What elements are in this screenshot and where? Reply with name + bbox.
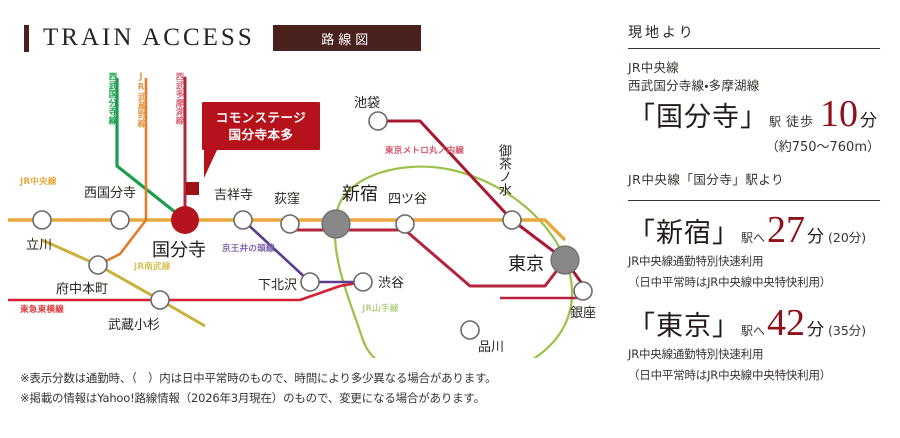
station-label-yotsuya: 四ツ谷 <box>388 192 428 207</box>
section-header: TRAIN ACCESS 路線図 <box>24 24 421 52</box>
walk-line-1: JR中央線 <box>628 60 679 75</box>
footnote-2: ※掲載の情報はYahoo!路線情報（2026年3月現在）のもので、変更になる場合… <box>20 391 485 406</box>
from-station-heading: JR中央線「国分寺」駅より <box>628 172 785 188</box>
station-marker-shimokitazawa <box>300 272 320 292</box>
station-label-shibuya: 渋谷 <box>378 276 405 291</box>
station-marker-ikebukuro <box>368 111 388 131</box>
destination-eki-label: 駅へ <box>741 323 766 338</box>
from-site-heading: 現地より <box>628 25 696 41</box>
destination-station-name: 「東京」 <box>628 310 740 341</box>
station-marker-yotsuya <box>395 214 415 234</box>
station-marker-kokubunji <box>171 206 199 234</box>
route-map: 西武国分寺線 JR武蔵野線 西武多摩湖線 JR中央線 JR南武線 東急東横線 京… <box>0 58 618 383</box>
destination-note-1: JR中央線通勤特別快速利用 <box>628 254 764 269</box>
station-label-shinagawa: 品川 <box>478 340 505 355</box>
walk-eki-label: 駅 <box>769 115 782 130</box>
divider-top <box>628 48 880 49</box>
route-map-svg <box>8 76 593 383</box>
station-label-nishikokubunji: 西国分寺 <box>84 186 137 201</box>
station-label-ikebukuro: 池袋 <box>354 96 381 111</box>
line-label-jr-chuo: JR中央線 <box>20 177 57 187</box>
walk-access-row: 「国分寺」 駅 徒歩 10 分 <box>628 95 880 134</box>
walk-minutes: 10 <box>820 93 859 136</box>
station-marker-tokyo <box>550 245 580 275</box>
station-marker-ochanomizu <box>502 210 522 230</box>
station-label-tachikawa: 立川 <box>26 238 53 253</box>
footnote-1: ※表示分数は通勤時、（ ）内は日中平常時のもので、時間により多少異なる場合があり… <box>20 371 497 385</box>
line-label-seibu-tamako: 西武多摩湖線 <box>174 72 184 125</box>
destination-shinjuku: 「新宿」 駅へ 27 分 (20分) JR中央線通勤特別快速利用 （日中平常時は… <box>628 211 880 292</box>
station-marker-shinjuku <box>321 209 351 239</box>
access-info-section: 現地より JR中央線 西武国分寺線・多摩湖線 「国分寺」 駅 徒歩 10 分 （… <box>628 22 880 385</box>
destination-row: 「新宿」 駅へ 27 分 (20分) <box>628 211 880 250</box>
line-tokyu-toyoko-shibuya <box>266 280 364 302</box>
station-marker-ginza <box>573 281 593 301</box>
destination-row: 「東京」 駅へ 42 分 (35分) <box>628 304 880 343</box>
destination-note-2: （日中平常時はJR中央線中央特快利用） <box>628 275 832 290</box>
station-label-musashikosugi: 武蔵小杉 <box>108 318 161 333</box>
destination-alt-minutes: (35分) <box>828 322 867 338</box>
station-markers <box>32 111 593 340</box>
line-label-jr-yamanote: JR山手線 <box>362 304 399 314</box>
line-label-jr-nambu: JR南武線 <box>134 262 171 272</box>
destination-minutes-unit: 分 <box>807 227 825 248</box>
line-label-tokyu-toyoko: 東急東横線 <box>20 305 65 315</box>
station-label-fuchuhonmachi: 府中本町 <box>56 282 109 297</box>
property-site-marker <box>186 182 199 195</box>
divider-mid <box>628 200 880 202</box>
station-marker-kichijoji <box>233 210 253 230</box>
walk-distance: （約750〜760m） <box>765 140 880 156</box>
station-marker-nishikokubunji <box>110 210 130 230</box>
destination-minutes: 27 <box>767 209 806 252</box>
property-callout-tail <box>204 150 217 178</box>
station-label-ogikubo: 荻窪 <box>274 192 301 207</box>
route-map-chip: 路線図 <box>272 25 421 51</box>
line-label-metro-marunouchi: 東京メトロ丸ノ内線 <box>385 146 465 156</box>
station-label-tokyo: 東京 <box>508 254 544 275</box>
station-marker-ogikubo <box>280 214 300 234</box>
station-label-shimokitazawa: 下北沢 <box>258 278 298 293</box>
station-marker-musashikosugi <box>150 290 170 310</box>
station-label-kokubunji: 国分寺 <box>152 240 206 261</box>
destination-minutes-unit: 分 <box>807 319 825 340</box>
station-label-kichijoji: 吉祥寺 <box>214 188 254 203</box>
destination-note-2: （日中平常時はJR中央線中央特快利用） <box>628 367 832 382</box>
footnotes: ※表示分数は通勤時、（ ）内は日中平常時のもので、時間により多少異なる場合があり… <box>20 368 610 408</box>
destination-minutes: 42 <box>767 301 806 344</box>
property-callout-line1: コモンステージ <box>215 109 307 125</box>
property-callout: コモンステージ 国分寺本多 <box>202 102 320 150</box>
walk-mode-label: 徒歩 <box>786 115 815 131</box>
title-accent-bar <box>24 24 29 52</box>
station-marker-tachikawa <box>32 210 52 230</box>
line-seibu-kokubunji <box>115 78 186 222</box>
line-jr-musashino <box>97 78 148 267</box>
destination-station-name: 「新宿」 <box>628 218 740 249</box>
line-label-seibu-kokubunji: 西武国分寺線 <box>107 72 117 125</box>
line-jr-yamanote <box>333 165 574 383</box>
route-map-section: TRAIN ACCESS 路線図 <box>0 24 618 408</box>
destination-alt-minutes: (20分) <box>828 230 867 246</box>
station-label-ochanomizu: 御茶ノ水 <box>496 144 511 196</box>
destination-tokyo: 「東京」 駅へ 42 分 (35分) JR中央線通勤特別快速利用 （日中平常時は… <box>628 304 880 385</box>
line-jr-chuo <box>8 218 567 242</box>
property-callout-line2: 国分寺本多 <box>228 127 294 142</box>
walk-station-name: 「国分寺」 <box>628 102 768 133</box>
station-label-ginza: 銀座 <box>570 306 597 321</box>
line-label-jr-musashino: JR武蔵野線 <box>136 72 146 128</box>
walk-minutes-unit: 分 <box>860 111 878 132</box>
page-title: TRAIN ACCESS <box>43 24 255 51</box>
station-marker-shinagawa <box>460 320 480 340</box>
station-label-shinjuku: 新宿 <box>342 184 378 205</box>
line-label-keio-inokashira: 京王井の頭線 <box>222 244 275 254</box>
station-marker-shibuya <box>353 272 373 292</box>
walk-line-2: 西武国分寺線・多摩湖線 <box>628 78 760 94</box>
line-jr-nambu <box>41 238 206 328</box>
station-marker-fuchuhonmachi <box>88 255 108 275</box>
destination-eki-label: 駅へ <box>741 231 766 246</box>
destination-note-1: JR中央線通勤特別快速利用 <box>628 346 764 361</box>
